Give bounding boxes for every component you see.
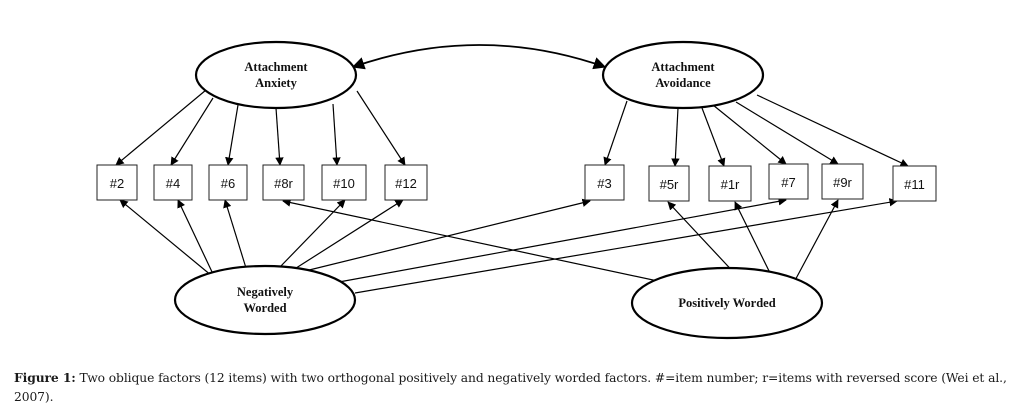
item-box-border [384,164,428,201]
latent-factor-positive: Positively Worded [630,266,824,340]
path-arrow-avoidance-i1r [701,107,726,167]
latent-ellipse [194,40,358,110]
path-arrow-avoidance-i9r [735,101,839,165]
path-arrow-positive-i1r [734,201,774,280]
item-box-i2: #2 [96,164,138,201]
item-box-i3: #3 [584,164,625,201]
path-arrow-negative-i3 [296,198,591,274]
item-box-border [208,164,248,201]
item-box-i10: #10 [321,164,367,201]
path-arrow-anxiety-i6 [225,104,239,166]
item-box-i1r: #1r [708,165,752,202]
path-arrow-anxiety-i4 [170,97,214,166]
latent-label: Negatively [237,285,294,299]
item-box-border [821,163,864,200]
path-arrow-positive-i8r [282,198,668,284]
path-arrow-anxiety-i12 [356,90,406,166]
latent-label: Avoidance [655,76,711,90]
item-label: #6 [221,176,235,191]
item-label: #2 [110,176,124,191]
figure-caption: Figure 1: Two oblique factors (12 items)… [14,368,1029,407]
item-label: #1r [721,177,740,192]
item-box-border [96,164,138,201]
item-box-border [892,165,937,202]
item-box-border [584,164,625,201]
sem-diagram: #2 #4 #6 #8r #10 #12 #3 #5r #1r #7 #9r #11 Attachme… [96,40,937,340]
item-box-border [648,165,690,202]
caption-label: Figure 1: [14,370,76,385]
item-box-border [768,163,809,200]
item-label: #5r [660,177,679,192]
latent-ellipse [630,266,824,340]
item-box-i7: #7 [768,163,809,200]
latent-ellipse [173,264,357,336]
item-box-border [708,165,752,202]
item-box-i9r: #9r [821,163,864,200]
item-label: #4 [166,176,180,191]
path-arrow-avoidance-i11 [756,94,909,167]
item-label: #8r [274,176,293,191]
item-label: #11 [904,177,925,192]
latent-label: Attachment [244,60,308,74]
path-arrow-negative-i6 [223,199,247,269]
path-arrow-negative-i12 [292,199,404,271]
item-box-border [153,164,193,201]
latent-ellipse [601,40,765,110]
path-arrow-avoidance-i3 [603,100,628,166]
item-box-i4: #4 [153,164,193,201]
item-box-i8r: #8r [262,164,305,201]
item-box-i5r: #5r [648,165,690,202]
path-arrow-avoidance-i7 [712,104,787,165]
latent-label: Attachment [651,60,715,74]
correlation-arrow-anxiety-avoidance [351,44,607,70]
item-label: #12 [395,176,417,191]
path-arrow-negative-i2 [119,199,213,277]
item-label: #7 [781,175,795,190]
caption-text: Two oblique factors (12 items) with two … [14,371,1007,404]
item-box-i12: #12 [384,164,428,201]
item-box-border [321,164,367,201]
latent-label: Worded [243,301,286,315]
path-arrow-anxiety-i10 [332,103,341,166]
item-label: #3 [597,176,611,191]
latent-label: Anxiety [255,76,297,90]
path-arrow-anxiety-i2 [115,89,207,166]
path-arrow-negative-i7 [338,197,787,283]
path-arrow-negative-i4 [177,199,214,275]
item-box-border [262,164,305,201]
item-label: #9r [833,175,852,190]
latent-label: Positively Worded [678,296,775,310]
path-arrow-positive-i9r [791,199,839,287]
path-arrow-anxiety-i8r [275,107,284,166]
item-label: #10 [333,176,355,191]
path-arrow-positive-i5r [667,201,740,279]
path-arrow-avoidance-i5r [671,107,680,167]
item-box-i11: #11 [892,165,937,202]
item-box-i6: #6 [208,164,248,201]
path-arrow-negative-i11 [354,198,898,294]
